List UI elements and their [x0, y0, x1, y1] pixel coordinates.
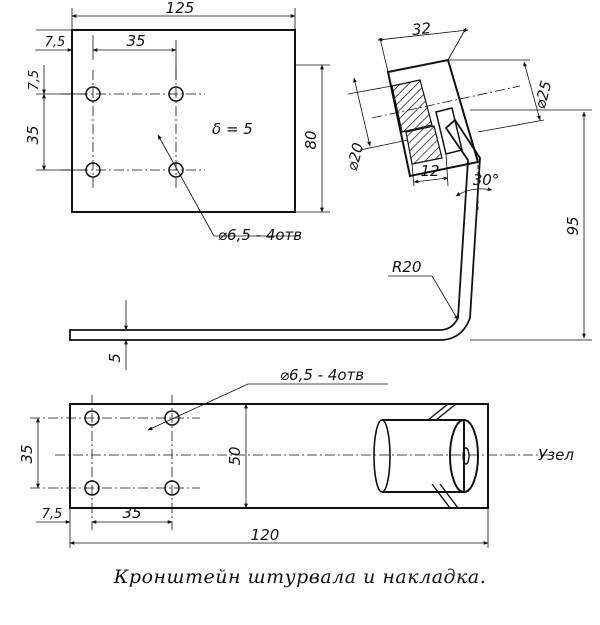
top-plate-outline	[71, 29, 296, 213]
dim-top-plate-edge-y: 7,5	[27, 70, 42, 91]
top-plate-hole	[85, 162, 101, 178]
dim-bend-radius: R20	[392, 258, 422, 276]
dim-bottom-plate-edge-x: 7,5	[42, 507, 63, 522]
bottom-plate-centerlines	[30, 395, 550, 530]
bottom-plate-hole	[164, 480, 180, 496]
top-plate	[35, 8, 330, 237]
bottom-plate-boss	[382, 419, 465, 493]
bottom-plate	[30, 383, 550, 548]
dim-top-plate-hole-spacing-x: 35	[126, 32, 145, 50]
dim-bracket-height: 95	[564, 216, 582, 235]
dim-angle: 30°	[473, 171, 500, 189]
top-plate-hole	[168, 86, 184, 102]
dim-top-plate-height: 80	[302, 130, 320, 149]
node-label: Узел	[538, 446, 574, 464]
dim-bottom-plate-length: 120	[251, 526, 280, 544]
top-plate-hole	[85, 86, 101, 102]
dim-bottom-plate-height: 50	[226, 446, 244, 465]
dim-slot-width: 12	[420, 162, 439, 180]
dim-outer-diameter: ⌀25	[531, 79, 556, 111]
dim-top-plate-width: 125	[166, 0, 195, 17]
top-plate-hole-callout: ⌀6,5 - 4отв	[218, 226, 302, 244]
bottom-plate-hole	[84, 410, 100, 426]
bottom-plate-hole	[84, 480, 100, 496]
dim-bottom-plate-hole-spacing-y: 35	[18, 444, 36, 463]
dim-boss-width: 32	[411, 19, 432, 39]
thickness-label: δ = 5	[212, 120, 253, 138]
dim-top-plate-hole-spacing-y: 35	[24, 125, 42, 144]
drawing-caption: Кронштейн штурвала и накладка.	[113, 566, 487, 588]
bottom-plate-hole-callout: ⌀6,5 - 4отв	[280, 366, 364, 384]
dim-inner-diameter: ⌀20	[343, 141, 368, 173]
bottom-plate-hole	[164, 410, 180, 426]
dim-bottom-plate-hole-spacing-x: 35	[122, 504, 141, 522]
top-plate-hole	[168, 162, 184, 178]
dim-strip-thickness: 5	[106, 353, 124, 363]
bracket-side-view	[69, 27, 592, 370]
dim-top-plate-edge-x: 7,5	[45, 35, 66, 50]
bottom-plate-outline	[69, 403, 489, 509]
